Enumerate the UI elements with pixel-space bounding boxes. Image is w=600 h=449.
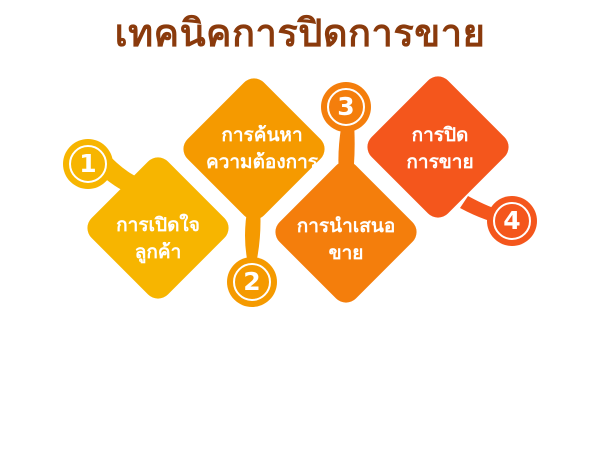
diamond-3 — [275, 161, 417, 303]
step-4-number: 4 — [503, 206, 521, 235]
diamond-2 — [183, 78, 325, 220]
step-4-line1: การปิด — [411, 124, 469, 146]
step-1-label: การเปิดใจ ลูกค้า — [116, 212, 200, 266]
step-3-label: การนำเสนอ ขาย — [297, 213, 396, 267]
step-3-line2: ขาย — [328, 242, 364, 264]
step-3-number: 3 — [337, 92, 355, 121]
diagram-title: เทคนิคการปิดการขาย — [114, 11, 486, 55]
connector-2 — [245, 206, 261, 264]
step-4-label: การปิด การขาย — [406, 122, 473, 176]
step-4-line2: การขาย — [406, 151, 474, 173]
step-2-label: การค้นหา ความต้องการ — [206, 122, 318, 176]
step-1-line2: ลูกค้า — [134, 241, 182, 263]
step-2-number: 2 — [243, 267, 261, 296]
step-1-line1: การเปิดใจ — [116, 214, 200, 236]
step-2-line1: การค้นหา — [221, 124, 303, 146]
diamond-4 — [367, 76, 509, 218]
step-2-line2: ความต้องการ — [206, 151, 318, 173]
step-1-number: 1 — [79, 149, 97, 178]
diamond-1 — [87, 157, 229, 299]
step-3-line1: การนำเสนอ — [296, 215, 396, 237]
